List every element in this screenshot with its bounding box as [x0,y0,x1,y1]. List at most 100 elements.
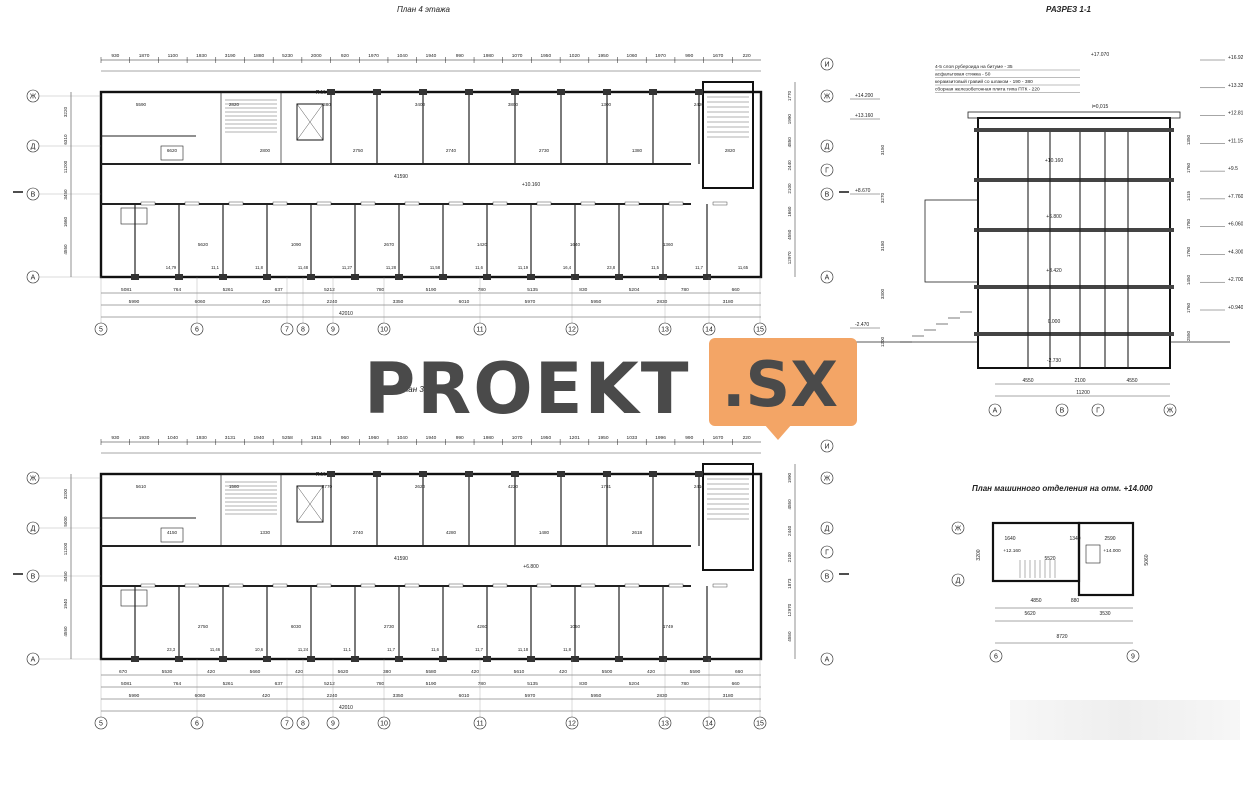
room-area: 11,65 [738,265,749,270]
plan4-title: План 4 этажа [397,5,450,14]
machine-dim: 3530 [1099,611,1110,617]
top-dim-value: 1033 [627,435,638,441]
top-dim-value: 2000 [311,53,322,59]
room-dimension: 4220 [508,484,519,489]
room-dimension: 2770 [322,484,333,489]
level-right: +0.940 [1228,305,1243,311]
height-right: 1450 [1186,274,1191,285]
axis-right-Д-label: Д [825,525,830,532]
axis-right-А-label: А [825,656,830,663]
room-dimension: 2800 [260,148,271,153]
right-dim-value: 12970 [787,603,792,616]
height-left: 3180 [880,240,885,251]
axis-5-bubble [94,716,108,730]
left-dim-value: 1660 [63,216,68,227]
level-right: +7.760 [1228,194,1243,200]
column-south [483,656,491,662]
bottom-dim-value: 5261 [223,287,234,293]
room-dimension: 3800 [508,102,519,107]
floor-mark: +6.800 [1046,214,1062,220]
bottom-dim-value: 5135 [527,681,538,687]
axis-left-Д-label: Д [31,143,36,150]
axis-right-Ж-label: Ж [824,93,831,100]
bottom-dim-value: 6060 [195,299,206,305]
axis-14-bubble [702,322,716,336]
left-dim-value: 4550 [63,626,68,637]
room-area: 11,7 [475,647,484,652]
top-dim-value: 1940 [426,435,437,441]
axis-9-bubble [326,322,340,336]
axis-8-bubble [296,716,310,730]
room-area: 10,6 [255,647,264,652]
height-left: 1200 [880,336,885,347]
column-south [703,274,711,280]
section-total: 11200 [1076,390,1090,396]
room-dimension: 2618 [632,530,643,535]
axis-12-label: 12 [568,326,576,333]
wc-room [120,589,148,607]
bottom-dim-value: 5950 [591,693,602,699]
column-north [557,89,565,95]
bottom-dim-value: 830 [579,287,587,293]
room-area: 14,79 [166,265,177,270]
roof-layers [967,111,1181,119]
right-dim-value: 2100 [787,552,792,563]
machine-axis-Д-label: Д [956,577,961,584]
bottom-dim-value: 670 [119,669,127,675]
floor-slab [974,178,1174,182]
axis-right-Г-bubble [820,545,834,559]
floor-mark: +10.160 [522,182,540,188]
column-south [307,656,315,662]
machine-axis-9-bubble [1126,649,1140,663]
bottom-dim-value: 5204 [629,681,640,687]
top-dim-value: 1201 [569,435,580,441]
top-dim-value: 1940 [426,53,437,59]
roof-slope: i=0,015 [1092,104,1109,110]
axis-right-Г-label: Г [825,167,829,174]
machine-mark: +14.000 [1103,548,1121,554]
elevator-cross-b [296,485,324,523]
roof-layer-note: сборная железобетонная плита типа ПТК - … [935,87,1040,93]
bottom-dim-value: 420 [262,299,270,305]
column-south [571,656,579,662]
watermark-bubble [709,338,857,426]
bottom-dim-value: 5212 [324,681,335,687]
total-dim-value: 42010 [339,705,353,711]
level-left: +13.160 [855,113,873,119]
machine-axis-Ж-label: Ж [955,525,962,532]
axis-10-label: 10 [380,720,388,727]
door-opening [624,583,640,588]
height-right: 1780 [1186,218,1191,229]
top-dim-value: 1040 [167,435,178,441]
room-area: 11,5 [651,265,660,270]
column-north [373,471,381,477]
top-dim-value: 920 [341,53,349,59]
left-dim-value: 11200 [63,542,68,555]
axis-11-bubble [473,322,487,336]
machine-dim: 880 [1071,598,1080,604]
left-dim-value: 1940 [63,598,68,609]
top-dim-value: 3131 [225,435,236,441]
section-title: РАЗРЕЗ 1-1 [1046,5,1091,14]
top-dim-value: 1670 [713,435,724,441]
bottom-dim-value: 5081 [121,287,132,293]
column-south [263,274,271,280]
level-right: +12.810 [1228,111,1243,117]
right-dim-value: 1770 [787,90,792,101]
machine-dim: 8720 [1056,634,1067,640]
machine-dim: 5060 [1144,554,1150,565]
axis-5-label: 5 [99,720,103,727]
door-opening [492,583,508,588]
bottom-dim-value: 3180 [723,693,734,699]
corridor-length: 41590 [394,556,408,562]
top-dim-value: 1970 [655,53,666,59]
door-opening [272,201,288,206]
bottom-dim-value: 420 [471,669,479,675]
top-dim-value: 1070 [512,435,523,441]
door-opening [404,201,420,206]
column-south [703,656,711,662]
bottom-dim-value: 5970 [525,693,536,699]
bottom-dim-value: 420 [207,669,215,675]
room-dimension: 6620 [167,148,178,153]
